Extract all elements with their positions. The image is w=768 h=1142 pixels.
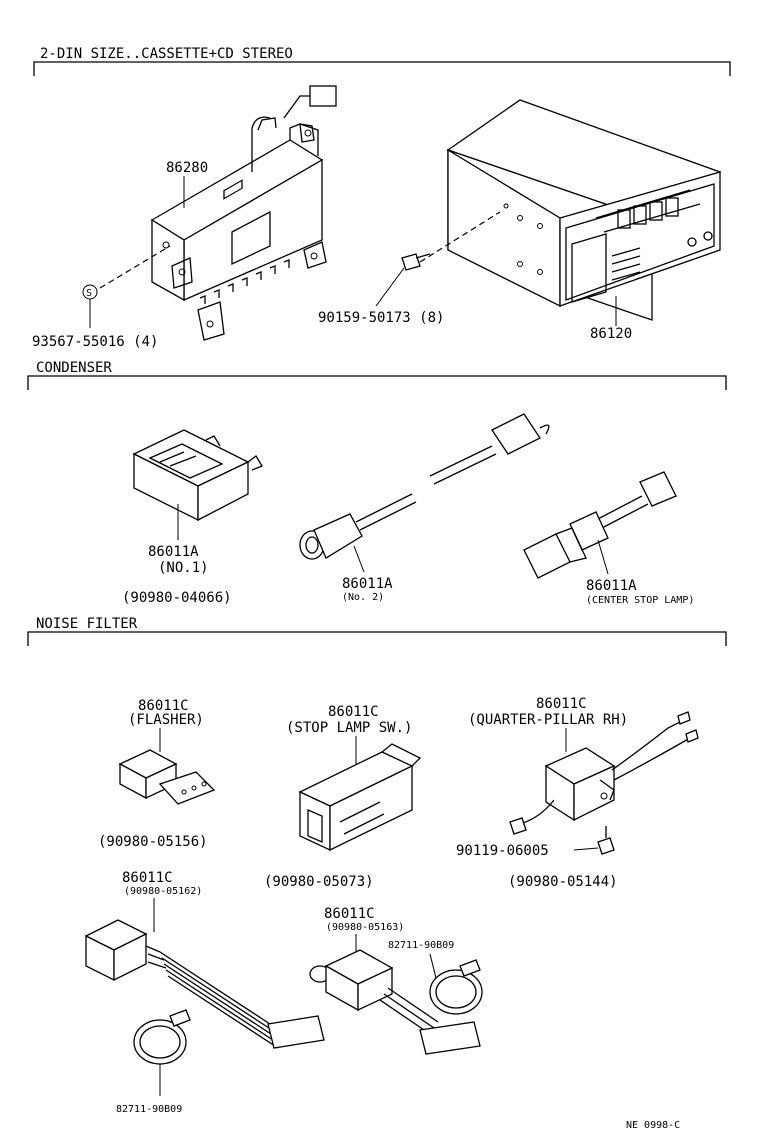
section-title-condenser: CONDENSER bbox=[36, 360, 112, 376]
flasher-part: 86011C bbox=[138, 698, 189, 714]
section-title-stereo: 2-DIN SIZE..CASSETTE+CD STEREO bbox=[40, 46, 293, 62]
unit-part-label: 86120 bbox=[590, 326, 632, 342]
section-stereo: 2-DIN SIZE..CASSETTE+CD STEREO bbox=[32, 46, 731, 350]
harness2-part: 86011C bbox=[324, 906, 375, 922]
quarter-drawing bbox=[509, 711, 699, 855]
head-unit-drawing bbox=[419, 99, 722, 321]
cond-center-part: 86011A bbox=[586, 578, 637, 594]
harness1-sub: (90980-05162) bbox=[124, 886, 202, 897]
flasher-desc: (FLASHER) bbox=[128, 712, 204, 728]
nut-symbol: S bbox=[82, 284, 98, 328]
footer-code: NE 0998-C bbox=[626, 1120, 680, 1131]
harness1-drawing bbox=[84, 919, 325, 1065]
cond-no2-part: 86011A bbox=[342, 576, 393, 592]
section-bracket-noise bbox=[27, 631, 727, 646]
stoplamp-drawing bbox=[298, 743, 422, 852]
harness1-clamp: 82711-90B09 bbox=[116, 1104, 182, 1115]
harness2-sub: (90980-05163) bbox=[326, 922, 404, 933]
cond-no1-desc: (NO.1) bbox=[158, 560, 209, 576]
cond-center-desc: (CENTER STOP LAMP) bbox=[586, 595, 694, 606]
screw-drawing bbox=[375, 253, 431, 307]
stoplamp-part: 86011C bbox=[328, 704, 379, 720]
stoplamp-sub: (90980-05073) bbox=[264, 874, 374, 890]
section-noise-filter: NOISE FILTER 86011C (FLASHER) (90980-051… bbox=[27, 616, 727, 1115]
section-bracket-stereo bbox=[33, 61, 731, 76]
flasher-drawing bbox=[118, 749, 216, 805]
cond-no1-sub: (90980-04066) bbox=[122, 590, 232, 606]
quarter-desc: (QUARTER-PILLAR RH) bbox=[468, 712, 628, 728]
condenser-no2-drawing bbox=[299, 413, 550, 573]
quarter-bolt: 90119-06005 bbox=[456, 843, 549, 859]
section-bracket-condenser bbox=[27, 375, 727, 390]
nut-part-label: 93567-55016 (4) bbox=[32, 334, 158, 350]
amplifier-drawing bbox=[99, 85, 337, 341]
harness2-drawing bbox=[309, 949, 483, 1055]
amp-part-label: 86280 bbox=[166, 160, 208, 176]
screw-part-label: 90159-50173 (8) bbox=[318, 310, 444, 326]
svg-text:S: S bbox=[86, 288, 92, 299]
quarter-part: 86011C bbox=[536, 696, 587, 712]
cond-no2-desc: (No. 2) bbox=[342, 592, 384, 603]
quarter-sub: (90980-05144) bbox=[508, 874, 618, 890]
condenser-center-drawing bbox=[523, 471, 677, 579]
condenser-no1-drawing bbox=[132, 429, 263, 540]
cond-no1-part: 86011A bbox=[148, 544, 199, 560]
flasher-sub: (90980-05156) bbox=[98, 834, 208, 850]
section-title-noise: NOISE FILTER bbox=[36, 616, 138, 632]
stoplamp-desc: (STOP LAMP SW.) bbox=[286, 720, 412, 736]
section-condenser: CONDENSER 86011A (NO.1) (90980-04066) bbox=[27, 360, 727, 606]
harness1-part: 86011C bbox=[122, 870, 173, 886]
harness2-clamp: 82711-90B09 bbox=[388, 940, 454, 951]
